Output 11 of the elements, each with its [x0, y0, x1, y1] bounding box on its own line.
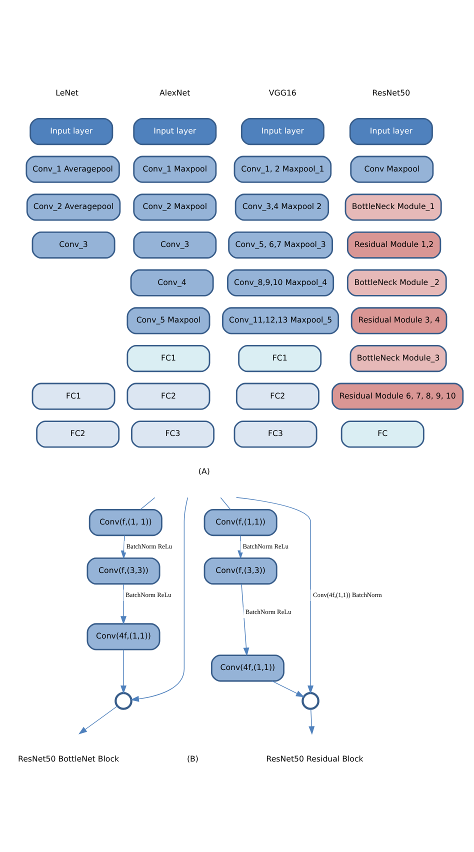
arrow: [272, 680, 305, 697]
arrow: [78, 705, 118, 734]
arrow: [130, 496, 188, 702]
arrow: [308, 708, 315, 734]
node-circle: [114, 692, 132, 710]
arrow: [120, 648, 126, 694]
connector: [220, 496, 231, 510]
arrow: [120, 583, 126, 624]
arrow: [241, 583, 250, 656]
node-circle: [302, 692, 320, 710]
connector: [140, 496, 156, 510]
